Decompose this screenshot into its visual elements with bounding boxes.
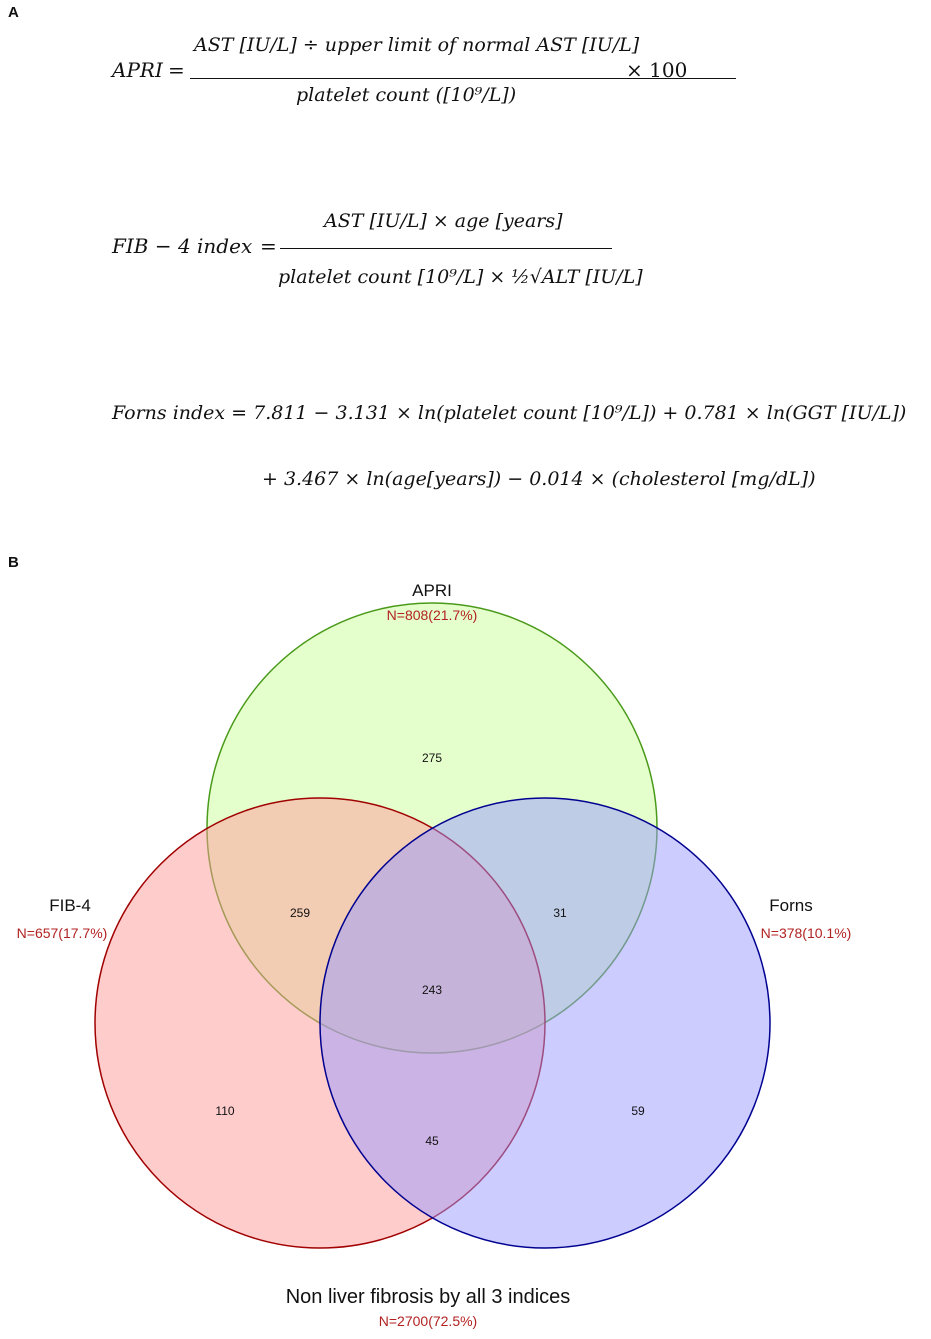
apri-formula-denominator: platelet count ([10⁹/L]) [296,84,517,106]
fib4-formula-name: FIB − 4 index [112,234,253,258]
venn-outside-label: Non liver fibrosis by all 3 indices [286,1286,571,1308]
venn-region-fib4-only: 110 [215,1104,234,1118]
fib4-formula-numerator: AST [IU/L] × age [years] [324,210,563,232]
apri-formula-multiplier: × 100 [626,58,688,82]
venn-region-all-three: 243 [422,983,442,997]
venn-label-forns: Forns [769,896,812,915]
venn-region-fib4-forns: 45 [425,1134,439,1148]
forns-formula-line1: Forns index = 7.811 − 3.131 × ln(platele… [112,402,907,424]
venn-count-apri: N=808(21.7%) [387,607,478,623]
venn-region-apri-fib4: 259 [290,906,310,920]
venn-outside-count: N=2700(72.5%) [379,1313,477,1329]
venn-count-forns: N=378(10.1%) [761,925,852,941]
apri-formula-name: APRI [112,58,163,82]
fib4-formula-denominator: platelet count [10⁹/L] × ½√ALT [IU/L] [278,266,643,288]
venn-label-fib4: FIB-4 [49,896,91,915]
apri-formula-numerator: AST [IU/L] ÷ upper limit of normal AST [… [194,34,640,56]
venn-region-apri-forns: 31 [553,906,567,920]
venn-label-apri: APRI [412,581,452,600]
fib4-formula-fraction-bar [280,248,612,249]
apri-formula-fraction-bar [190,78,736,79]
venn-region-forns-only: 59 [631,1104,645,1118]
venn-circle-forns [319,797,771,1249]
venn-count-fib4: N=657(17.7%) [17,925,108,941]
panel-a-label: A [8,4,19,21]
panel-b-label: B [8,554,19,571]
venn-diagram: APRI N=808(21.7%) FIB-4 N=657(17.7%) For… [17,581,852,1329]
venn-region-apri-only: 275 [422,751,442,765]
forns-formula-line2: + 3.467 × ln(age[years]) − 0.014 × (chol… [262,468,816,490]
